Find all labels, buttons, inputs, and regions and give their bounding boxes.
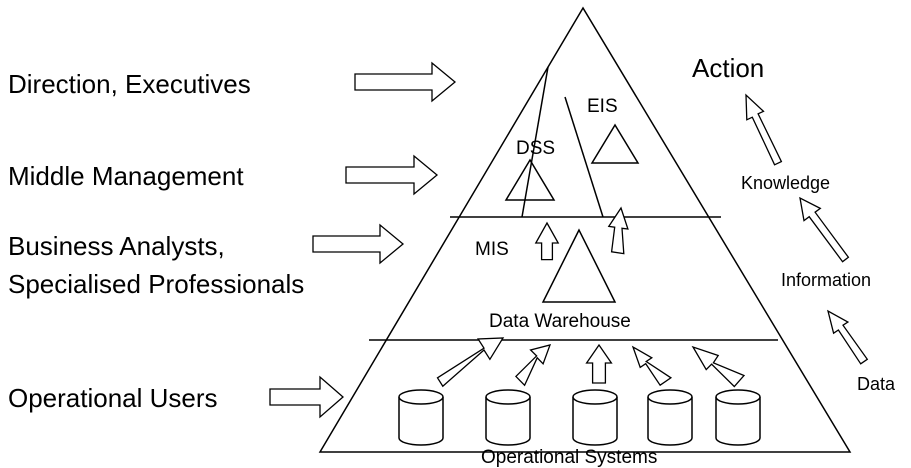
audience-label-analysts: Business Analysts,	[8, 231, 225, 261]
operational-systems-label: Operational Systems	[481, 447, 657, 468]
audience-label-operational-users: Operational Users	[8, 383, 218, 413]
database-icon	[647, 389, 693, 446]
data-warehouse-triangle-icon	[541, 228, 617, 303]
eis-inner-divider	[564, 96, 604, 218]
audience-label-professionals: Specialised Professionals	[8, 269, 304, 299]
audience-label-middle-management: Middle Management	[8, 161, 244, 191]
eis-triangle-icon	[590, 123, 640, 164]
hierarchy-label-data: Data	[857, 374, 896, 394]
mis-label: MIS	[475, 239, 509, 260]
audience-label-executives: Direction, Executives	[8, 69, 251, 99]
pyramid-outline	[318, 6, 852, 453]
arrow-up-icon	[799, 196, 850, 263]
database-icon	[572, 389, 618, 446]
hierarchy-label-knowledge: Knowledge	[741, 173, 830, 193]
arrow-right-icon	[354, 61, 457, 103]
eis-label: EIS	[587, 96, 618, 117]
arrow-up-icon	[745, 93, 783, 166]
database-icon	[715, 389, 761, 446]
dss-label: DSS	[516, 138, 555, 159]
database-icon	[485, 389, 531, 446]
database-icon	[398, 389, 444, 446]
arrow-up-icon	[514, 344, 552, 387]
arrow-up-icon	[631, 345, 673, 387]
data-warehouse-label: Data Warehouse	[489, 311, 631, 332]
dss-triangle-icon	[504, 158, 556, 201]
arrow-up-icon	[585, 343, 613, 384]
pyramid	[318, 6, 852, 453]
arrow-right-icon	[345, 154, 439, 196]
arrow-up-icon	[827, 309, 869, 365]
arrow-up-icon	[534, 221, 560, 261]
arrow-up-icon	[436, 337, 505, 388]
flow-arrows	[436, 206, 746, 388]
arrow-up-icon	[691, 345, 746, 388]
dss-eis-divider	[521, 66, 549, 218]
hierarchy-label-information: Information	[781, 270, 871, 290]
arrow-right-icon	[312, 223, 405, 265]
arrow-right-icon	[269, 375, 344, 419]
arrow-up-icon	[607, 206, 629, 255]
audience-arrows	[269, 61, 457, 419]
operational-databases	[398, 389, 761, 446]
hierarchy-label-action: Action	[692, 53, 764, 83]
hierarchy-arrows	[745, 93, 869, 365]
